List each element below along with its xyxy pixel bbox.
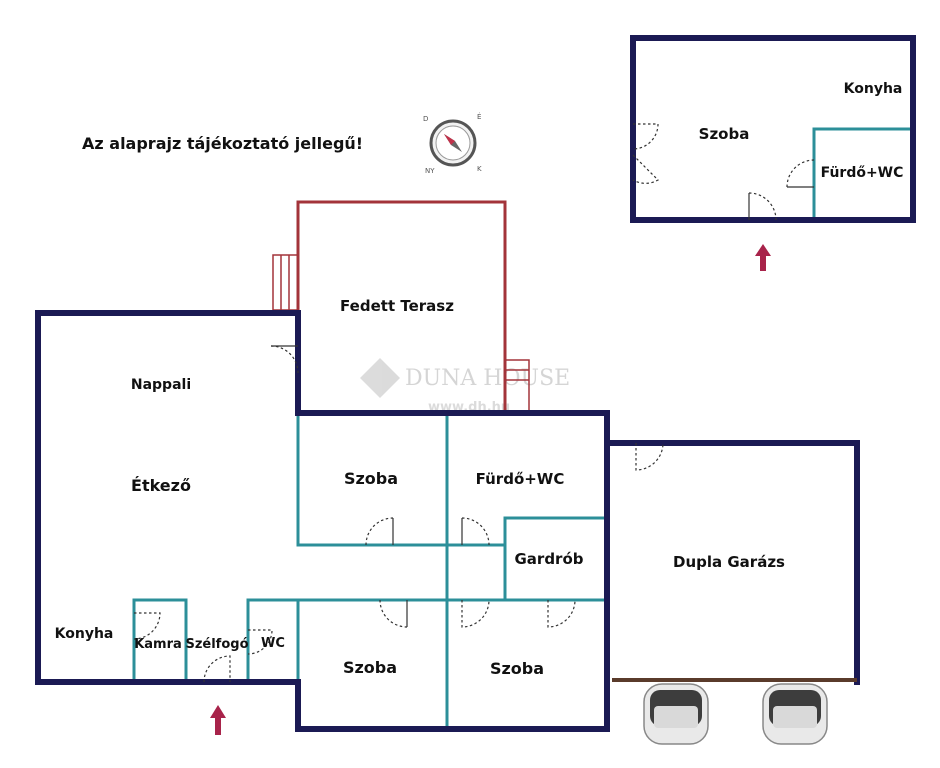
annex-inner-wall: [812, 127, 913, 220]
annex-outer-wall: [630, 35, 916, 223]
annex-building: Szoba Konyha Fürdő+WC: [630, 35, 916, 223]
room-label-annex-konyha: Konyha: [844, 81, 903, 97]
room-label-szoba-bottom-right: Szoba: [490, 659, 544, 678]
room-label-annex-szoba: Szoba: [699, 125, 750, 143]
door-swing: [786, 159, 815, 188]
door-swing: [632, 154, 659, 184]
compass-icon: D É NY K: [423, 112, 482, 175]
room-label-gardrob: Gardrób: [514, 550, 583, 568]
car-icon: [643, 683, 709, 745]
door-swing: [379, 599, 408, 628]
door-swing: [547, 599, 576, 628]
room-label-wc: WC: [261, 636, 285, 651]
room-label-nappali: Nappali: [131, 377, 191, 393]
door-swing: [365, 517, 394, 546]
door-swing: [247, 629, 273, 655]
room-label-szelfogo: Szélfogó: [185, 637, 248, 652]
compass-letter: D: [423, 115, 428, 123]
door-swing: [133, 612, 161, 640]
disclaimer-text: Az alaprajz tájékoztató jellegű!: [82, 134, 364, 153]
room-label-dupla-garazs: Dupla Garázs: [673, 553, 785, 571]
room-label-szoba-bottom-left: Szoba: [343, 658, 397, 677]
door-swing: [632, 123, 659, 150]
room-label-kamra: Kamra: [134, 637, 182, 652]
inner-walls: [132, 413, 607, 729]
door-swing: [270, 345, 299, 374]
room-label-fedett-terasz: Fedett Terasz: [340, 297, 454, 315]
door-swing: [203, 655, 231, 683]
watermark-logo-icon: [360, 358, 400, 398]
room-label-etkezo: Étkező: [131, 476, 191, 495]
main-house: Nappali Étkező Konyha Kamra Szélfogó WC …: [35, 310, 610, 732]
terrace-steps-left: [272, 254, 299, 311]
entrance-arrow-icon: [210, 705, 226, 735]
door-swing: [461, 599, 490, 628]
garage-outer-wall: [604, 440, 860, 685]
door-swing: [748, 192, 777, 221]
watermark: DUNA HOUSE www.dh.hu: [360, 358, 570, 415]
watermark-brand: DUNA HOUSE: [405, 366, 570, 391]
compass-letter: NY: [425, 167, 435, 175]
compass-letter: É: [477, 112, 481, 121]
door-swing: [461, 517, 490, 546]
entrance-arrow-icon: [755, 244, 771, 271]
room-label-szoba-center: Szoba: [344, 469, 398, 488]
room-label-annex-furdo: Fürdő+WC: [821, 165, 904, 181]
door-swing: [635, 442, 664, 471]
room-label-konyha: Konyha: [55, 626, 114, 642]
compass-letter: K: [477, 165, 482, 173]
room-label-furdo: Fürdő+WC: [476, 470, 565, 488]
car-icon: [762, 683, 828, 745]
garage: Dupla Garázs: [604, 440, 860, 745]
terrace: Fedett Terasz: [272, 200, 530, 414]
